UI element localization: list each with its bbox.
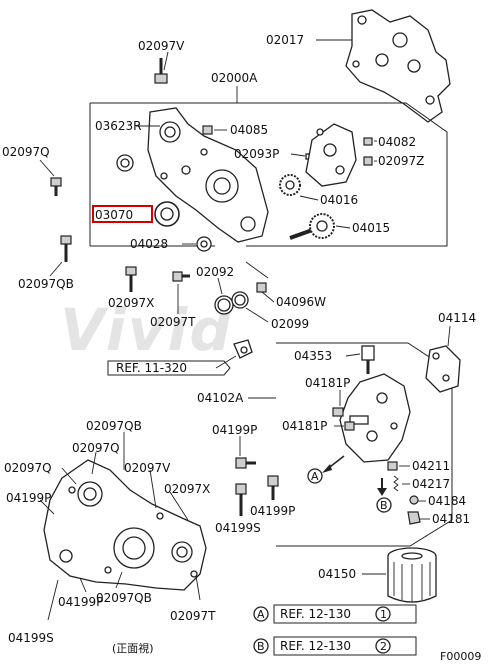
ref-legend-a: A REF. 12-130 1 (253, 604, 417, 624)
seal-03623R (116, 154, 134, 172)
callout-04150: 04150 (318, 567, 356, 581)
callout-02093P: 02093P (234, 147, 279, 161)
callout-04353: 04353 (294, 349, 332, 363)
callout-02097V-top: 02097V (138, 39, 185, 53)
seal-04028 (196, 236, 212, 252)
callout-02097QB-top: 02097QB (18, 277, 74, 291)
front-case-group-box (90, 102, 448, 247)
marker-a: A (311, 470, 319, 483)
callout-04085: 04085 (230, 123, 268, 137)
bolt-02097T-top (172, 271, 190, 282)
callout-04199S-mid: 04199S (215, 521, 261, 535)
bolt-04199P-mid (235, 457, 256, 469)
plug-04211 (387, 461, 398, 471)
callout-02097Q-low-b: 02097Q (4, 461, 52, 475)
ring-02092 (214, 295, 234, 315)
svg-text:REF. 12-130: REF. 12-130 (280, 607, 351, 621)
valve-04184 (409, 495, 419, 505)
plug-04181P-a (332, 407, 344, 417)
callout-04199P-left: 04199P (6, 491, 51, 505)
bolt-04199S-mid (235, 483, 247, 516)
callout-02097T-bot: 02097T (170, 609, 216, 623)
callout-02097QB-low: 02097QB (86, 419, 142, 433)
callout-02097Q-low-a: 02097Q (72, 441, 120, 455)
highlight-box-03070 (92, 205, 153, 223)
figure-code: F00009 (440, 650, 481, 663)
marker-b-circle (376, 497, 392, 513)
oil-seal-03070 (154, 201, 180, 227)
callout-04181P-a: 04181P (305, 376, 350, 390)
ref-legend-b: B REF. 12-130 2 (253, 636, 417, 656)
callout-04015: 04015 (352, 221, 390, 235)
callout-04114: 04114 (438, 311, 476, 325)
marker-b: B (380, 499, 388, 512)
bolt-02097Q-top (50, 177, 62, 196)
bolt-04096W (256, 282, 267, 293)
oil-pump-group-box (276, 342, 453, 547)
callout-04217: 04217 (412, 477, 450, 491)
gear-04016 (279, 174, 301, 196)
gear-04015 (289, 213, 335, 240)
callout-04199S-bot: 04199S (8, 631, 54, 645)
marker-a-circle (307, 468, 323, 484)
plug-04085 (202, 125, 213, 135)
callout-02097QB-bot: 02097QB (96, 591, 152, 605)
callout-02092: 02092 (196, 265, 234, 279)
watermark-text: Vivid (60, 296, 233, 364)
bolt-04199P-right (267, 475, 279, 500)
front-case-02000A (147, 107, 269, 243)
front-view-note: (正面視) (112, 641, 154, 655)
callout-02097X-top: 02097X (108, 296, 154, 310)
oil-pressure-switch (233, 339, 253, 359)
callout-02000A: 02000A (211, 71, 258, 85)
bolt-02097V-top (154, 58, 168, 84)
svg-text:B: B (257, 640, 265, 653)
callout-02097Q-top: 02097Q (2, 145, 50, 159)
bolt-02097Z (363, 156, 373, 166)
oil-pump-cover (305, 123, 357, 187)
ref-11-320-box (107, 360, 231, 376)
callout-02097V-low: 02097V (124, 461, 171, 475)
bolt-02097X-top (125, 266, 137, 292)
ref-11-320: REF. 11-320 (116, 361, 187, 375)
callout-03070: 03070 (95, 208, 133, 222)
plug-04181P-b (344, 421, 355, 431)
callout-04096W: 04096W (276, 295, 326, 309)
svg-text:2: 2 (380, 640, 387, 653)
front-case-assembly (43, 459, 207, 591)
callout-04184: 04184 (428, 494, 466, 508)
plug-04181 (407, 511, 421, 525)
callout-04102A: 04102A (197, 391, 244, 405)
oil-filter-04150 (387, 547, 437, 603)
callout-02097Z: 02097Z (378, 154, 424, 168)
svg-text:A: A (257, 608, 265, 621)
svg-text:REF. 12-130: REF. 12-130 (280, 639, 351, 653)
bolt-02097QB-top (60, 235, 72, 262)
callout-02097X-low: 02097X (164, 482, 210, 496)
callout-04016: 04016 (320, 193, 358, 207)
callout-02099: 02099 (271, 317, 309, 331)
svg-text:1: 1 (380, 608, 387, 621)
gasket-02017 (345, 9, 451, 123)
ring-02099 (231, 291, 249, 309)
callout-02097T-top: 02097T (150, 315, 196, 329)
callout-04181P-b: 04181P (282, 419, 327, 433)
callout-04082: 04082 (378, 135, 416, 149)
callout-02017: 02017 (266, 33, 304, 47)
callout-04199P-mid: 04199P (212, 423, 257, 437)
callout-04211: 04211 (412, 459, 450, 473)
callout-04028: 04028 (130, 237, 168, 251)
sensor-04353 (361, 345, 375, 374)
bolt-04082 (363, 137, 373, 146)
spring-04217 (393, 475, 399, 492)
oil-pump-body (339, 373, 411, 463)
callout-04199P-right: 04199P (250, 504, 295, 518)
callout-03623R: 03623R (95, 119, 142, 133)
bracket-04114 (425, 345, 461, 393)
callout-04181: 04181 (432, 512, 470, 526)
callout-04199P-bot: 04199P (58, 595, 103, 609)
